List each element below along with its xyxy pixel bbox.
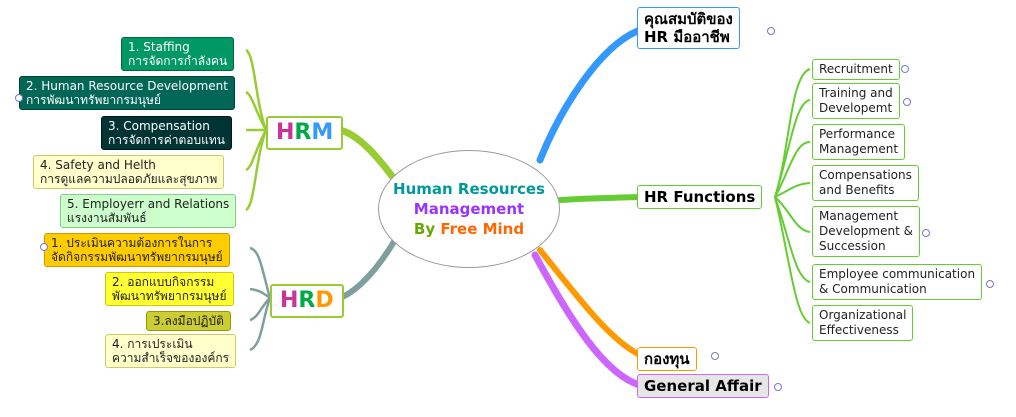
qualification-line2: HR มืออาชีพ [644,28,730,46]
hrm-item-en: 5. Employerr and Relations [67,197,230,211]
function-line1: Employee communication [819,267,976,281]
collapse-dot-hrd[interactable] [40,243,48,251]
hrm-r: R [294,120,312,145]
branch-hrm [336,126,399,184]
hrd-item-assess[interactable]: 1. ประเมินความต้องการในการ จัดกิจกรรมพัฒ… [44,233,230,267]
function-performance[interactable]: Performance Management [812,124,906,160]
hrm-item-th: การจัดการกำลังคน [128,54,228,68]
function-line1: Compensations [819,168,912,182]
collapse-dot-qual[interactable] [767,27,775,35]
hrm-item-hrd[interactable]: 2. Human Resource Development การพัฒนาทร… [19,76,235,110]
general-affair-label: General Affair [644,377,762,395]
hrm-item-compensation[interactable]: 3. Compensation การจัดการค่าตอบแทน [101,116,232,150]
qualification-line1: คุณสมบัติของ [644,10,733,28]
function-succession[interactable]: Management Development & Succession [812,206,920,257]
function-training[interactable]: Training and Developemt [812,83,900,119]
function-compensations[interactable]: Compensations and Benefits [812,165,919,201]
hrm-item-en: 3. Compensation [108,119,210,133]
fund-node[interactable]: กองทุน [637,347,697,371]
collapse-dot-general[interactable] [774,383,782,391]
hrm-item-relations[interactable]: 5. Employerr and Relations แรงงานสัมพันธ… [60,194,237,228]
collapse-dot-fund[interactable] [711,352,719,360]
hrm-item-staffing[interactable]: 1. Staffing การจัดการกำลังคน [121,37,235,71]
center-free-mind: Free Mind [440,220,525,238]
hrm-item-en: 2. Human Resource Development [26,79,228,93]
function-line1: Organizational [819,308,907,322]
function-line3: Succession [819,239,886,253]
hrm-item-safety[interactable]: 4. Safety and Helth การดูแลความปลอดภัยแล… [33,155,225,189]
qualification-node[interactable]: คุณสมบัติของ HR มืออาชีพ [637,7,740,49]
function-effectiveness[interactable]: Organizational Effectiveness [812,305,914,341]
hrm-item-en: 4. Safety and Helth [40,158,156,172]
hrm-h: H [276,120,295,145]
hrd-r: R [298,288,316,313]
collapse-dot-recruitment[interactable] [901,65,909,73]
hrd-item-line1: 3.ลงมือปฏิบัติ [153,314,224,328]
function-line1: Training and [819,86,893,100]
hrd-item-line1: 2. ออกแบบกิจกรรม [112,275,215,289]
hrm-item-en: 1. Staffing [128,40,190,54]
center-line-1: Human Resources [393,180,545,198]
function-line1: Recruitment [819,62,893,76]
function-line2: Developemt [819,101,893,115]
hrd-h: H [280,288,299,313]
hrd-item-design[interactable]: 2. ออกแบบกิจกรรม พัฒนาทรัพยากรมนุษย์ [105,272,234,306]
hrd-d: D [315,288,334,313]
hrd-item-implement[interactable]: 3.ลงมือปฏิบัติ [146,311,231,331]
hrm-node[interactable]: HRM [266,116,344,150]
collapse-dot-training[interactable] [903,98,911,106]
branch-qual [536,26,644,164]
collapse-dot-left[interactable] [15,94,23,102]
hr-functions-label: HR Functions [644,188,756,206]
function-line1: Performance [819,127,896,141]
hrm-item-th: การพัฒนาทรัพยากรมนุษย์ [26,93,161,107]
center-line-3: By Free Mind [414,219,524,239]
hrd-item-line2: พัฒนาทรัพยากรมนุษย์ [112,289,227,303]
branch-fund [537,247,643,358]
fund-label: กองทุน [644,350,690,368]
hrd-item-line1: 4. การเประเมิน [112,337,193,351]
hrd-item-line2: ความสำเร็จขององค์กร [112,351,230,365]
function-line2: Management [819,142,899,156]
center-line-2: Management [413,200,525,218]
function-line2: Effectiveness [819,323,899,337]
center-by: By [413,220,441,238]
function-line2: Development & [819,224,913,238]
branch-general [531,251,644,389]
function-line1: Management [819,209,899,223]
function-recruitment[interactable]: Recruitment [812,59,900,80]
hrm-item-th: แรงงานสัมพันธ์ [67,211,147,225]
function-line2: and Benefits [819,183,895,197]
function-line2: & Communication [819,282,927,296]
collapse-dot-communication[interactable] [986,280,994,288]
hrm-item-th: การจัดการค่าตอบแทน [108,133,225,147]
hrd-item-line2: จัดกิจกรรมพัฒนาทรัพยากรมนุษย์ [51,250,223,264]
function-communication[interactable]: Employee communication & Communication [812,264,983,300]
central-topic[interactable]: Human Resources Management By Free Mind [378,150,560,268]
branch-functions [557,194,643,203]
hrm-m: M [311,120,334,145]
hr-functions-node[interactable]: HR Functions [637,185,763,209]
hrd-item-evaluate[interactable]: 4. การเประเมิน ความสำเร็จขององค์กร [105,334,237,368]
hrd-node[interactable]: HRD [270,284,344,318]
hrm-item-th: การดูแลความปลอดภัยและสุขภาพ [40,172,218,186]
collapse-dot-succession[interactable] [922,229,930,237]
general-affair-node[interactable]: General Affair [637,374,769,398]
branch-hrd [337,237,398,301]
hrd-item-line1: 1. ประเมินความต้องการในการ [51,236,213,250]
